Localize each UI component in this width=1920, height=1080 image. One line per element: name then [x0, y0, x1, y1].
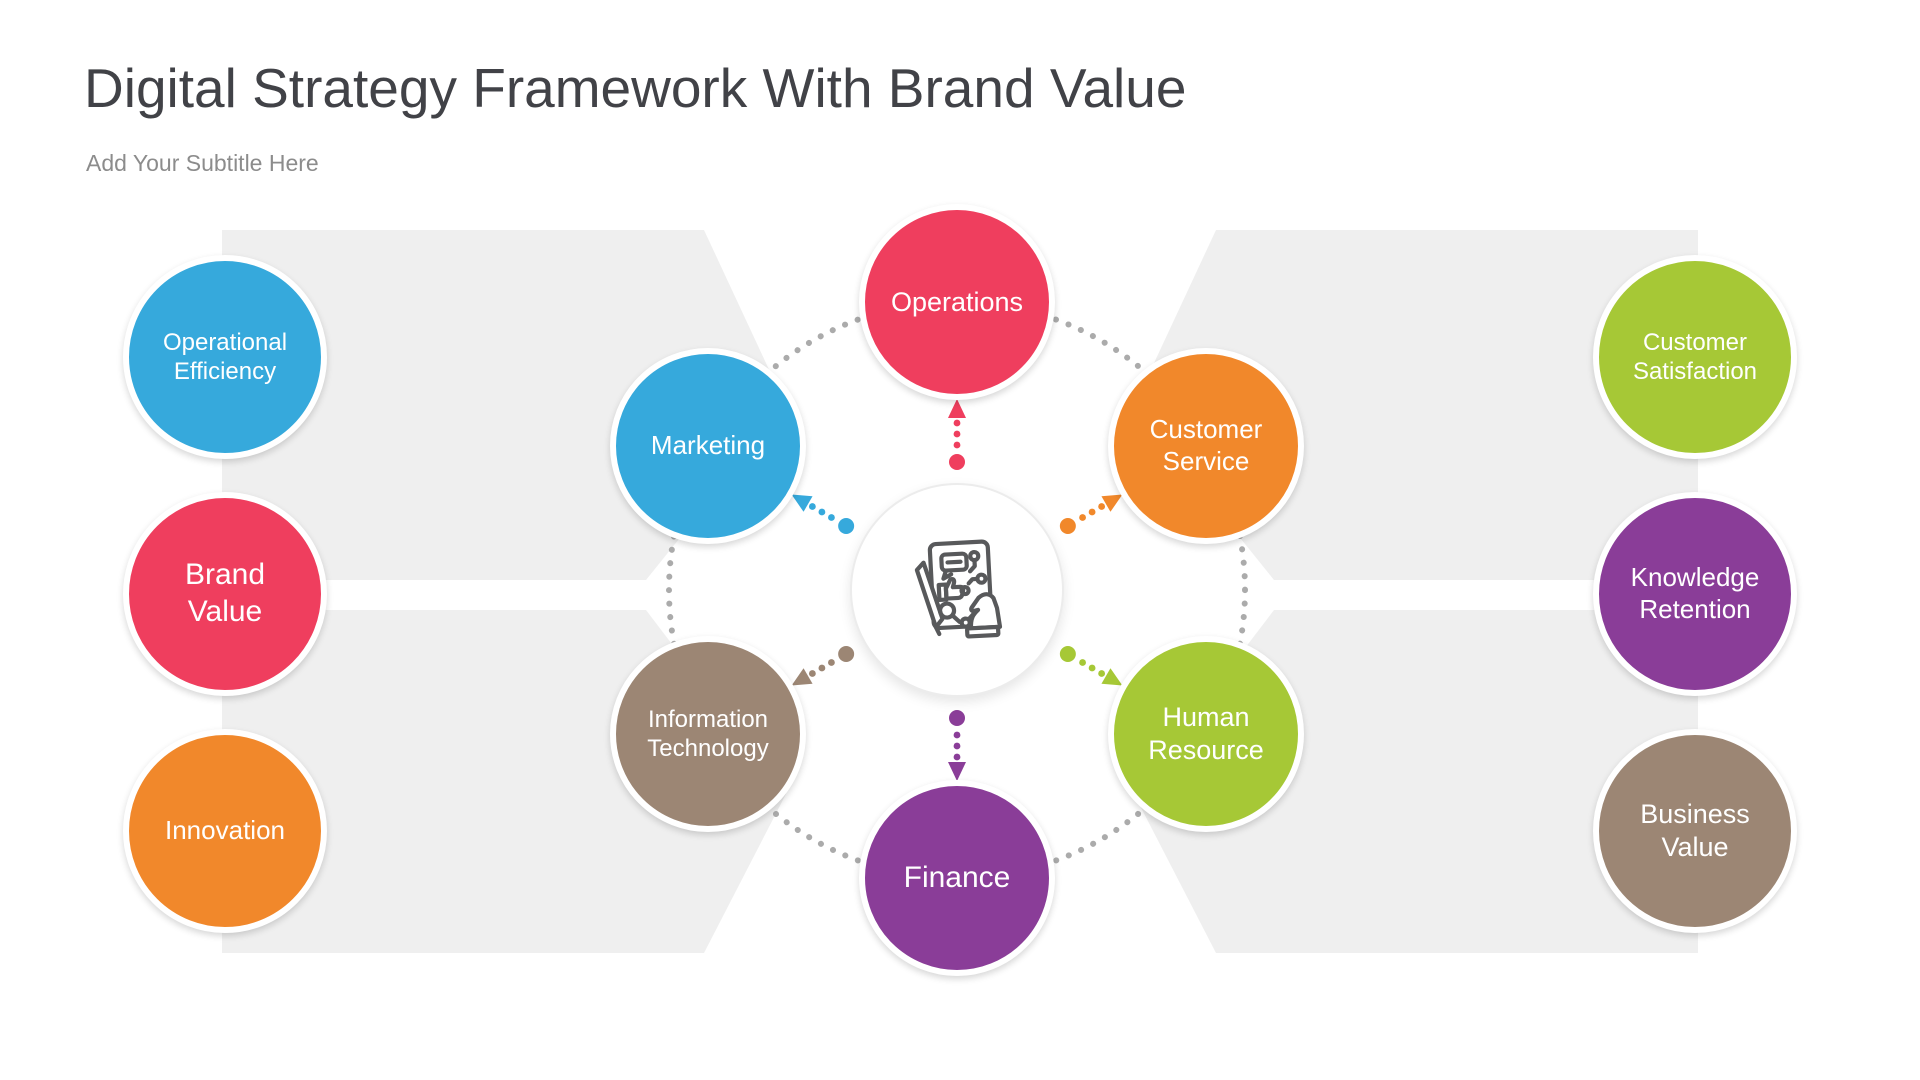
- arrow-information-technology: [791, 646, 855, 686]
- circle-label: Knowledge Retention: [1630, 562, 1760, 624]
- right-circle-knowledge-retention: Knowledge Retention: [1593, 492, 1797, 696]
- circle-label: Customer Service: [1149, 414, 1263, 476]
- satellite-customer-service: Customer Service: [1108, 348, 1304, 544]
- arrow-marketing: [791, 494, 855, 534]
- satellite-information-technology: Information Technology: [610, 636, 806, 832]
- page-title: Digital Strategy Framework With Brand Va…: [84, 57, 1187, 119]
- circle-label: Operational Efficiency: [162, 328, 288, 385]
- left-circle-operational-efficiency: Operational Efficiency: [123, 255, 327, 459]
- radial-arrows: [791, 399, 1123, 781]
- arrow-customer-service: [1059, 494, 1123, 534]
- arrow-human-resource: [1059, 646, 1123, 686]
- left-circle-innovation: Innovation: [123, 729, 327, 933]
- satellite-human-resource: Human Resource: [1108, 636, 1304, 832]
- circle-label: Innovation: [165, 815, 285, 846]
- hub-circle: [850, 483, 1064, 697]
- arrow-operations: [948, 399, 966, 470]
- arrow-finance: [948, 710, 966, 781]
- satellite-marketing: Marketing: [610, 348, 806, 544]
- right-circle-customer-satisfaction: Customer Satisfaction: [1593, 255, 1797, 459]
- page-subtitle: Add Your Subtitle Here: [86, 150, 319, 176]
- circle-label: Human Resource: [1148, 702, 1264, 765]
- satellite-operations: Operations: [859, 204, 1055, 400]
- circle-label: Business Value: [1640, 799, 1750, 862]
- satellite-finance: Finance: [859, 780, 1055, 976]
- dotted-ring: [666, 299, 1248, 881]
- circle-label: Brand Value: [184, 558, 266, 628]
- circle-label: Marketing: [650, 430, 766, 461]
- right-circle-business-value: Business Value: [1593, 729, 1797, 933]
- circle-label: Information Technology: [647, 705, 769, 762]
- circle-label: Operations: [890, 286, 1024, 317]
- circle-label: Customer Satisfaction: [1632, 328, 1758, 385]
- circle-label: Finance: [903, 860, 1011, 894]
- left-circle-brand-value: Brand Value: [123, 492, 327, 696]
- digital-strategy-tablet-icon: [914, 539, 1003, 639]
